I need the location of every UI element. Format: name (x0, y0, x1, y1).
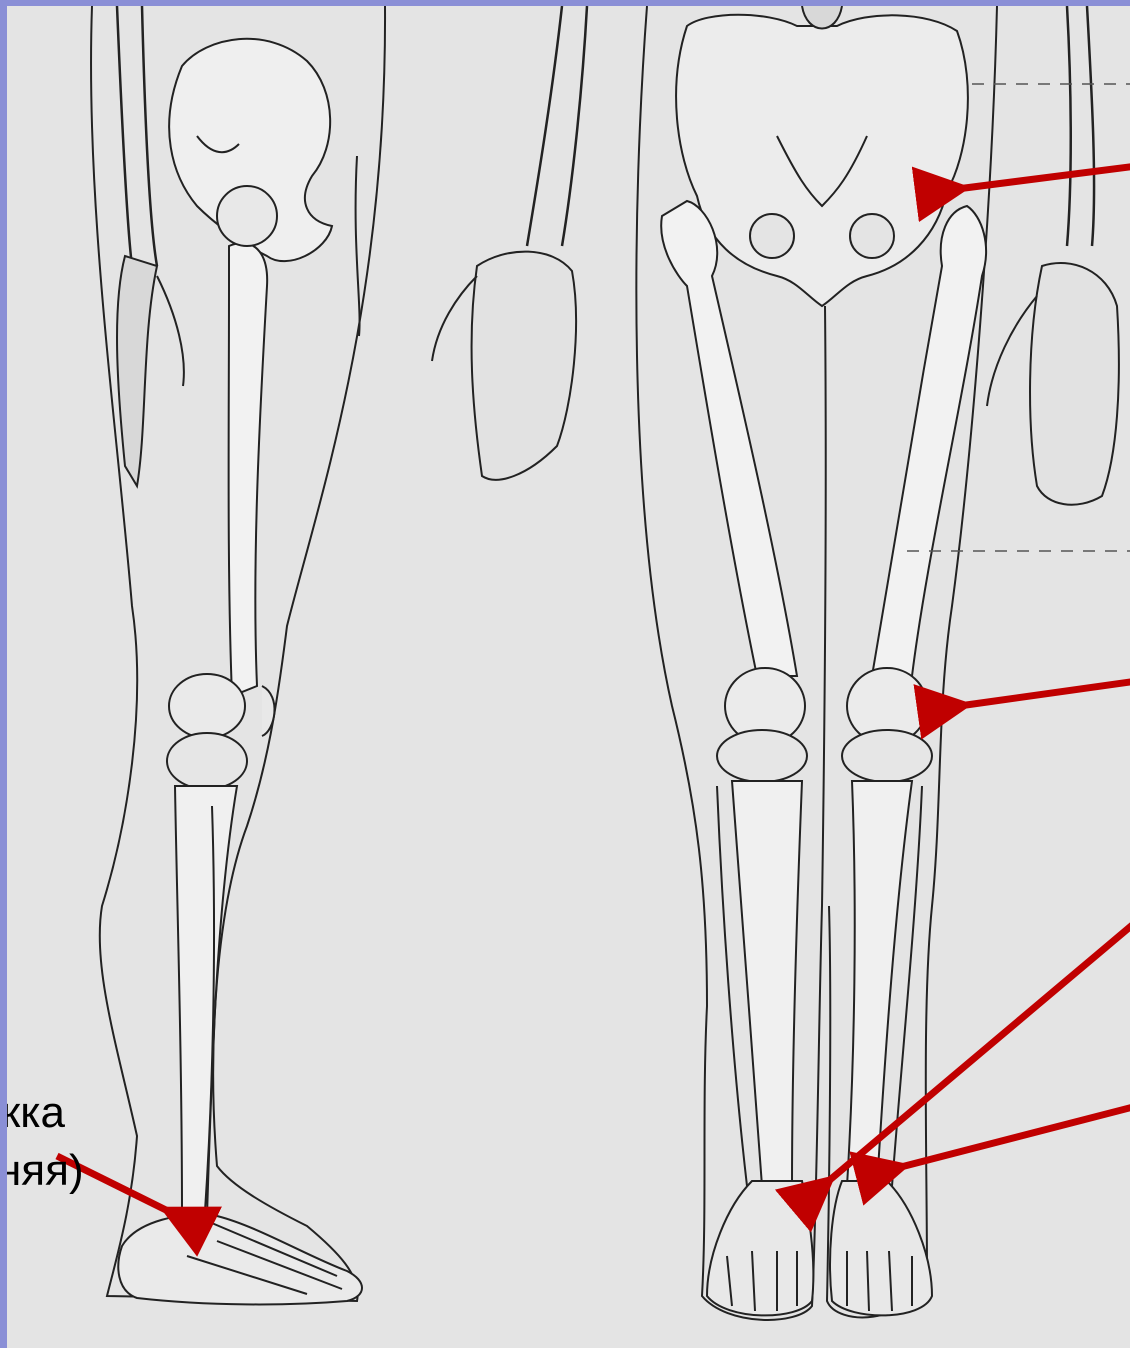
arrow-knee (959, 681, 1130, 706)
arrow-ankle-right (897, 1106, 1130, 1168)
arrow-hip (957, 166, 1130, 189)
skeleton-illustration (7, 6, 1130, 1348)
front-legs-skeleton (432, 6, 1119, 1320)
caption-line-2: няя) (7, 1149, 84, 1193)
caption-line-1: кка (7, 1091, 65, 1135)
slide: кка няя) (7, 6, 1130, 1348)
side-leg-skeleton (91, 6, 385, 1304)
